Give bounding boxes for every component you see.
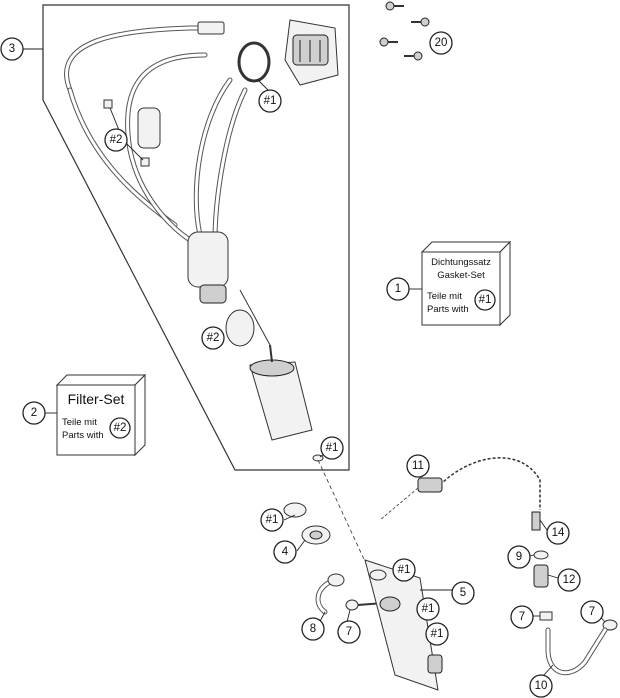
svg-text:5: 5: [460, 587, 466, 599]
gasket-set-ref: #1: [474, 289, 496, 311]
callout-ref1-b: #1: [320, 436, 344, 460]
callout-11: 11: [406, 454, 430, 478]
svg-text:1: 1: [395, 283, 401, 295]
callout-14: 14: [546, 521, 570, 545]
small-filter: [103, 99, 161, 167]
svg-text:9: 9: [516, 551, 522, 563]
svg-text:#1: #1: [422, 603, 435, 615]
electrical-connector: [197, 21, 225, 35]
svg-text:8: 8: [310, 623, 316, 635]
svg-text:7: 7: [519, 611, 525, 623]
callout-ref1-d: #1: [392, 558, 416, 582]
sensor-cable: [379, 457, 541, 521]
svg-text:#2: #2: [110, 134, 123, 146]
base-plate: [364, 559, 443, 691]
svg-text:#1: #1: [431, 628, 444, 640]
filter-set-line2: Parts with: [62, 430, 104, 441]
callout-ref1-c: #1: [260, 508, 284, 532]
callout-ref2-b: #2: [201, 326, 225, 350]
left-hose: [315, 573, 384, 615]
svg-text:#2: #2: [207, 332, 220, 344]
svg-text:7: 7: [346, 626, 352, 638]
callout-7-b: 7: [580, 600, 604, 624]
svg-text:2: 2: [31, 407, 37, 419]
callout-20: 20: [429, 31, 453, 55]
pump-flange: [284, 19, 339, 86]
callout-12: 12: [557, 568, 581, 592]
gasket-set-line1: Dichtungssatz: [431, 257, 491, 268]
callout-4: 4: [273, 540, 297, 564]
callout-7-c: 7: [337, 620, 361, 644]
filter-set-line1: Teile mit: [62, 417, 97, 428]
callout-7-a: 7: [510, 605, 534, 629]
gasket-set-line4: Parts with: [427, 304, 469, 315]
callout-ref1-f: #1: [425, 622, 449, 646]
callout-ref1-e: #1: [416, 597, 440, 621]
svg-text:3: 3: [9, 43, 15, 55]
filter-housing: [249, 344, 313, 441]
svg-text:14: 14: [552, 527, 565, 539]
pump-sleeve: [225, 309, 255, 347]
callout-8: 8: [301, 617, 325, 641]
filter-set-ref: #2: [109, 417, 131, 439]
svg-text:4: 4: [282, 546, 289, 558]
right-fittings: [531, 511, 618, 676]
callout-ref1-a: #1: [258, 89, 282, 113]
svg-text:10: 10: [535, 680, 548, 692]
flange-gasket: [237, 41, 271, 83]
pump-body: [187, 231, 271, 346]
gasket-set-line2: Gasket-Set: [437, 270, 485, 281]
svg-text:#1: #1: [266, 514, 279, 526]
svg-text:#2: #2: [114, 422, 127, 434]
svg-text:#1: #1: [398, 564, 411, 576]
screws: [379, 1, 430, 61]
pump-hoses: [64, 25, 248, 243]
callout-1: 1: [386, 277, 410, 301]
gasket-set-box: Dichtungssatz Gasket-Set Teile mit Parts…: [420, 240, 512, 327]
svg-text:#1: #1: [326, 442, 339, 454]
washer-upper: [283, 502, 307, 518]
svg-text:7: 7: [589, 606, 595, 618]
callout-5: 5: [451, 581, 475, 605]
washer-lower-hole: [309, 530, 323, 540]
callout-3: 3: [0, 37, 24, 61]
gasket-set-line3: Teile mit: [427, 291, 462, 302]
callout-2: 2: [22, 401, 46, 425]
callout-ref2-a: #2: [104, 128, 128, 152]
filter-set-box: Filter-Set Teile mit Parts with #2: [55, 373, 147, 457]
svg-text:#1: #1: [264, 95, 277, 107]
svg-text:12: 12: [563, 574, 576, 586]
callout-9: 9: [507, 545, 531, 569]
svg-text:11: 11: [412, 460, 424, 472]
filter-set-title: Filter-Set: [68, 391, 125, 407]
callout-10: 10: [529, 674, 553, 698]
svg-text:20: 20: [435, 37, 448, 49]
svg-text:#1: #1: [479, 294, 492, 306]
